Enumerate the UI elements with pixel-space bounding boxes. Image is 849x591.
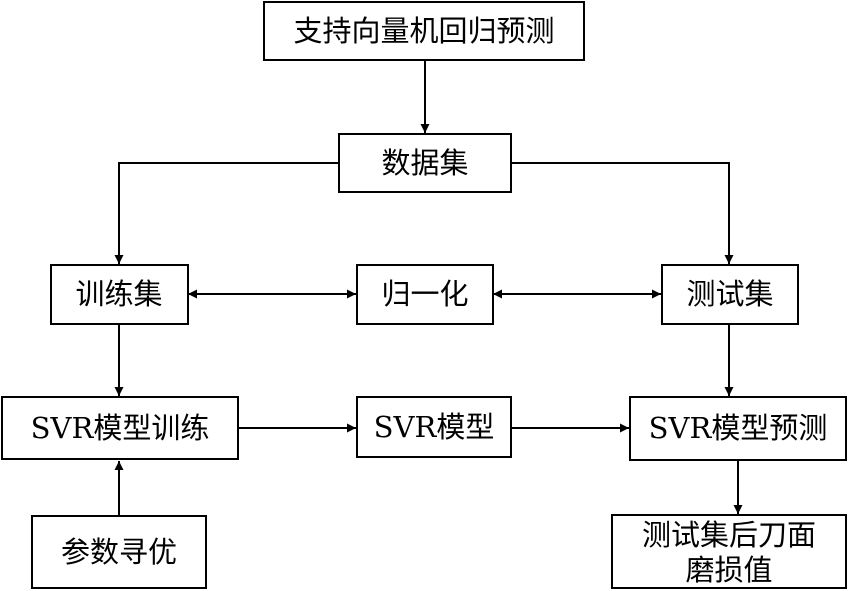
node-svr-predict: SVR模型预测 bbox=[629, 396, 847, 461]
node-wear-result-line2: 磨损值 bbox=[685, 553, 772, 587]
node-wear-result-line1: 测试集后刀面 bbox=[642, 518, 816, 552]
node-dataset: 数据集 bbox=[338, 133, 512, 193]
node-svr-model-label: SVR模型 bbox=[374, 410, 495, 444]
node-svr-regression: 支持向量机回归预测 bbox=[263, 1, 585, 61]
node-param-opt-label: 参数寻优 bbox=[61, 535, 177, 569]
node-svr-regression-label: 支持向量机回归预测 bbox=[293, 14, 554, 48]
edge-dataset-to-test-set bbox=[511, 162, 734, 264]
node-svr-model: SVR模型 bbox=[356, 396, 512, 458]
node-test-set: 测试集 bbox=[661, 264, 799, 325]
node-param-opt: 参数寻优 bbox=[31, 515, 207, 589]
node-test-set-label: 测试集 bbox=[686, 277, 773, 311]
node-train-set-label: 训练集 bbox=[75, 277, 162, 311]
node-dataset-label: 数据集 bbox=[381, 146, 468, 180]
edge-dataset-to-train-set bbox=[114, 162, 339, 264]
node-train-set: 训练集 bbox=[50, 264, 189, 325]
node-svr-training-label: SVR模型训练 bbox=[31, 411, 210, 445]
node-normalize-label: 归一化 bbox=[381, 277, 468, 311]
node-svr-training: SVR模型训练 bbox=[1, 396, 239, 460]
connectors bbox=[114, 60, 743, 515]
node-svr-predict-label: SVR模型预测 bbox=[649, 411, 828, 445]
node-normalize: 归一化 bbox=[356, 264, 494, 325]
node-wear-result: 测试集后刀面 磨损值 bbox=[611, 514, 847, 589]
